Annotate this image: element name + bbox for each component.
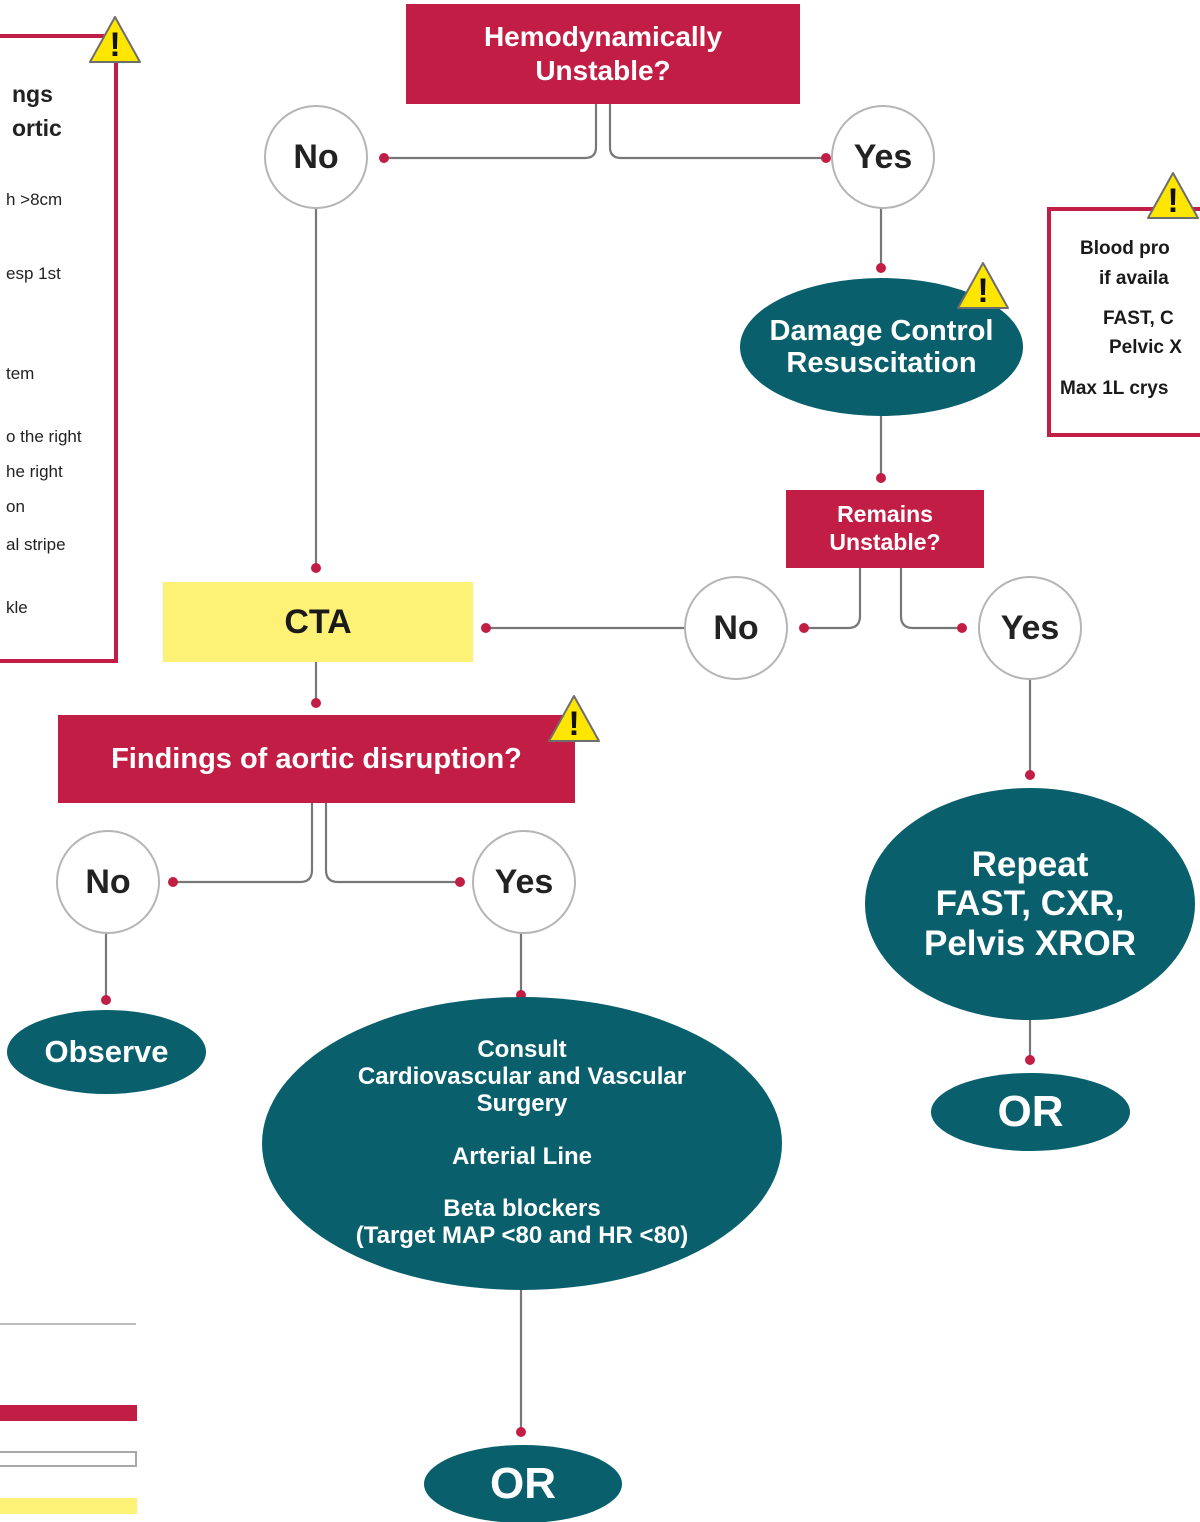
legend-outline-swatch [0, 1451, 137, 1467]
connector-dot [957, 623, 967, 633]
connector-dot [168, 877, 178, 887]
node-text-line: Resuscitation [786, 347, 977, 379]
panel-title-line: ngs [12, 81, 53, 107]
warning-icon: ! [1147, 172, 1199, 220]
connector-dot [101, 995, 111, 1005]
cta-box: CTA [163, 582, 473, 662]
remains-unstable-decision: Remains Unstable? [786, 490, 984, 568]
connector-dot [455, 877, 465, 887]
node-text-line: FAST, CXR, [935, 884, 1125, 924]
panel-item: if availa [1099, 268, 1169, 289]
panel-item: h >8cm [6, 190, 63, 209]
panel-item: Pelvic X [1109, 337, 1182, 358]
repeat-imaging-node: Repeat FAST, CXR, Pelvis XROR [865, 788, 1195, 1020]
node-text-line: Consult [477, 1035, 567, 1063]
observe-label: Observe [44, 1034, 169, 1069]
yes-label: Yes [1000, 608, 1060, 647]
node-text-line: Surgery [476, 1089, 568, 1117]
decision-text-line: Unstable? [535, 55, 671, 86]
panel-title-line: ortic [12, 115, 62, 141]
or-node-left: OR [424, 1445, 622, 1522]
panel-item: Max 1L crys [1060, 378, 1169, 399]
panel-item: kle [6, 598, 28, 617]
node-text-line: Arterial Line [451, 1142, 593, 1170]
legend-yellow-swatch [0, 1498, 137, 1514]
connector-dot [799, 623, 809, 633]
panel-item: he right [6, 462, 63, 481]
decision-text-line: Unstable? [829, 529, 941, 555]
node-text-line: (Target MAP <80 and HR <80) [355, 1222, 689, 1250]
node-text-line: Damage Control [769, 314, 994, 347]
panel-item: al stripe [6, 535, 66, 554]
connector-decision-to-no1 [384, 104, 598, 160]
node-text-line: Cardiovascular and Vascular [357, 1062, 687, 1090]
consult-surgery-node: Consult Cardiovascular and Vascular Surg… [262, 997, 782, 1290]
connector-findings-to-no3 [173, 803, 314, 884]
no-circle-1: No [264, 105, 368, 209]
node-text-line: Repeat [971, 845, 1089, 885]
findings-of-aortic-disruption-decision: Findings of aortic disruption? [58, 715, 575, 803]
connector-dot [1025, 1055, 1035, 1065]
panel-item: o the right [6, 427, 82, 446]
warning-icon: ! [89, 16, 141, 64]
legend-divider-line [0, 1323, 136, 1325]
connector-dot [311, 698, 321, 708]
yes-circle-1: Yes [831, 105, 935, 209]
no-label: No [293, 137, 339, 176]
connector-dot [876, 473, 886, 483]
panel-item: esp 1st [6, 264, 61, 283]
connector-dot [1025, 770, 1035, 780]
connector-remains-to-yes2 [899, 568, 962, 630]
svg-text:!: ! [977, 272, 988, 310]
or-label: OR [997, 1087, 1064, 1136]
svg-text:!: ! [1167, 182, 1178, 220]
svg-text:!: ! [568, 705, 579, 743]
no-label: No [85, 862, 131, 901]
yes-label: Yes [853, 137, 913, 176]
connector-decision-to-yes1 [608, 104, 826, 160]
decision-text-line: Remains [837, 501, 933, 528]
yes-circle-3: Yes [472, 830, 576, 934]
right-blood-products-panel: Blood pro if availa FAST, C Pelvic X Max… [1047, 207, 1200, 437]
connector-dot [379, 153, 389, 163]
decision-text: Findings of aortic disruption? [111, 742, 522, 775]
connector-dot [481, 623, 491, 633]
observe-node: Observe [7, 1010, 206, 1094]
yes-circle-2: Yes [978, 576, 1082, 680]
node-text-line: Beta blockers [443, 1195, 601, 1223]
svg-text:!: ! [109, 26, 120, 64]
panel-item: FAST, C [1103, 308, 1174, 329]
or-node-right: OR [931, 1073, 1130, 1151]
connector-dot [821, 153, 831, 163]
yes-label: Yes [494, 862, 554, 901]
no-label: No [713, 608, 759, 647]
or-label: OR [490, 1459, 556, 1508]
connector-dot [876, 263, 886, 273]
panel-item: on [6, 497, 25, 516]
decision-text-line: Hemodynamically [483, 21, 723, 53]
no-circle-3: No [56, 830, 160, 934]
panel-item: Blood pro [1080, 238, 1170, 259]
connector-remains-to-no2 [804, 568, 862, 630]
connector-dot [311, 563, 321, 573]
connector-findings-to-yes3 [324, 803, 460, 884]
left-findings-panel: ngs ortic h >8cm esp 1st tem o the right… [0, 34, 118, 663]
warning-icon: ! [548, 695, 600, 743]
panel-item: tem [6, 364, 35, 383]
warning-icon: ! [957, 262, 1009, 310]
connector-dot [516, 1427, 526, 1437]
cta-label: CTA [284, 602, 352, 641]
legend-red-swatch [0, 1405, 137, 1421]
hemodynamically-unstable-decision: Hemodynamically Unstable? [406, 4, 800, 104]
no-circle-2: No [684, 576, 788, 680]
node-text-line: Pelvis XROR [923, 923, 1137, 963]
